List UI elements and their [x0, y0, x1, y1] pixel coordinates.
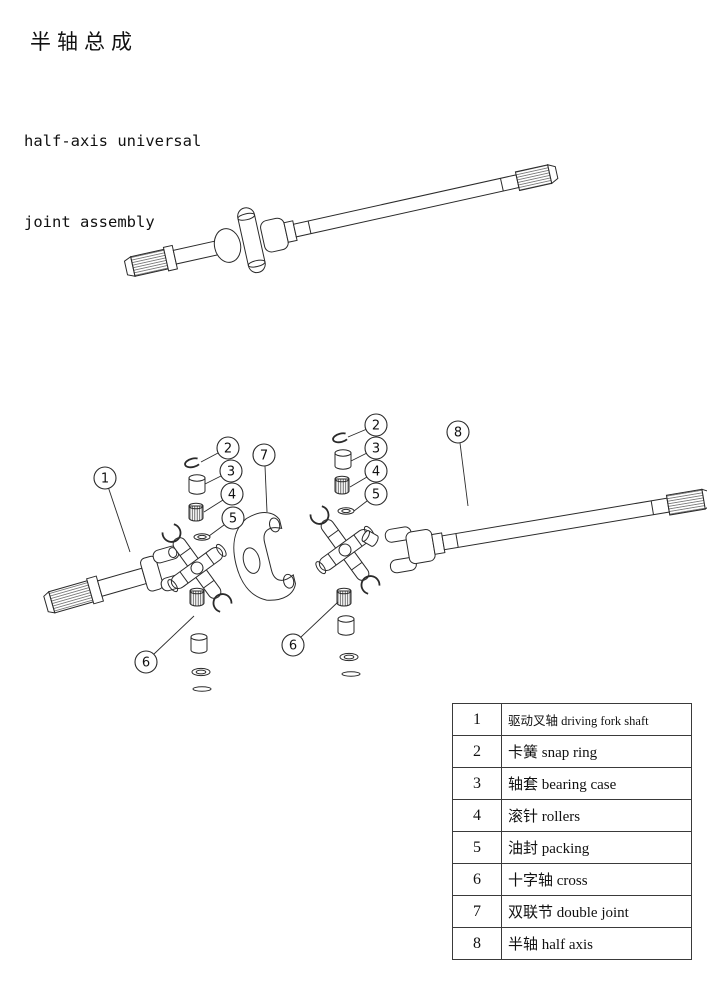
double-joint: [233, 512, 296, 601]
washer-left-lower: [191, 667, 211, 677]
table-row: 1 驱动叉轴 driving fork shaft: [452, 703, 692, 736]
part-number: 7: [452, 895, 502, 928]
bearing-case-right: [334, 449, 352, 470]
callouts: 1 2 3 4 5 6 7 2 3: [93, 413, 470, 674]
snap-ring-right: [331, 431, 349, 445]
exploded-view: [43, 431, 707, 692]
table-row: 2 卡簧 snap ring: [452, 735, 692, 768]
part-name: 轴套 bearing case: [501, 767, 692, 800]
part-name: 半轴 half axis: [501, 927, 692, 960]
table-row: 5 油封 packing: [452, 831, 692, 864]
svg-text:2: 2: [372, 419, 380, 434]
rollers-left-lower: [189, 587, 205, 607]
part-name: 油封 packing: [501, 831, 692, 864]
svg-text:4: 4: [372, 465, 380, 480]
part-name: 卡簧 snap ring: [501, 735, 692, 768]
svg-text:6: 6: [289, 639, 297, 654]
part-number: 5: [452, 831, 502, 864]
table-row: 6 十字轴 cross: [452, 863, 692, 896]
part-number: 1: [452, 703, 502, 736]
assembled-view: [123, 164, 559, 277]
svg-text:6: 6: [142, 656, 150, 671]
half-axis-shaft: [384, 488, 707, 574]
leader-lines: [108, 428, 469, 655]
part-name: 十字轴 cross: [501, 863, 692, 896]
part-number: 8: [452, 927, 502, 960]
ring-left-lower: [192, 686, 212, 692]
callout-6-right: 6: [281, 633, 305, 657]
parts-table: 1 驱动叉轴 driving fork shaft 2 卡簧 snap ring…: [452, 703, 692, 960]
rollers-right: [334, 475, 350, 495]
ring-right-lower: [341, 671, 361, 677]
part-number: 3: [452, 767, 502, 800]
callout-2-left: 2: [216, 436, 240, 460]
table-row: 3 轴套 bearing case: [452, 767, 692, 800]
svg-text:3: 3: [227, 465, 235, 480]
bearing-case-right-lower: [337, 615, 355, 636]
page-subtitle-line1: half-axis universal: [24, 132, 202, 150]
svg-text:7: 7: [260, 449, 268, 464]
svg-text:2: 2: [224, 442, 232, 457]
page-subtitle: half-axis universal joint assembly: [24, 74, 201, 290]
bearing-case-left: [188, 474, 206, 495]
driving-fork-shaft: [43, 545, 188, 614]
part-name: 双联节 double joint: [501, 895, 692, 928]
page-title: 半轴总成: [30, 30, 138, 54]
part-name: 驱动叉轴 driving fork shaft: [501, 703, 692, 736]
table-row: 8 半轴 half axis: [452, 927, 692, 960]
callout-1: 1: [93, 466, 117, 490]
table-row: 4 滚针 rollers: [452, 799, 692, 832]
part-name: 滚针 rollers: [501, 799, 692, 832]
svg-text:5: 5: [372, 488, 380, 503]
snap-ring-left: [183, 456, 201, 470]
callout-5-left: 5: [221, 506, 245, 530]
part-number: 4: [452, 799, 502, 832]
callout-6-left: 6: [134, 650, 158, 674]
callout-5-right: 5: [364, 482, 388, 506]
callout-3-right: 3: [364, 436, 388, 460]
packing-left: [193, 533, 211, 541]
svg-text:5: 5: [229, 512, 237, 527]
callout-2-right: 2: [364, 413, 388, 437]
svg-text:3: 3: [372, 442, 380, 457]
table-row: 7 双联节 double joint: [452, 895, 692, 928]
washer-right-lower: [339, 652, 359, 662]
svg-text:1: 1: [101, 472, 109, 487]
page-subtitle-line2: joint assembly: [24, 213, 155, 231]
callout-8: 8: [446, 420, 470, 444]
callout-3-left: 3: [219, 459, 243, 483]
packing-right: [337, 507, 355, 515]
part-number: 6: [452, 863, 502, 896]
svg-text:4: 4: [228, 488, 236, 503]
callout-4-right: 4: [364, 459, 388, 483]
bearing-case-left-lower: [190, 633, 208, 654]
callout-7: 7: [252, 443, 276, 467]
rollers-left: [188, 502, 204, 522]
rollers-right-lower: [336, 587, 352, 607]
part-number: 2: [452, 735, 502, 768]
svg-text:8: 8: [454, 426, 462, 441]
callout-4-left: 4: [220, 482, 244, 506]
